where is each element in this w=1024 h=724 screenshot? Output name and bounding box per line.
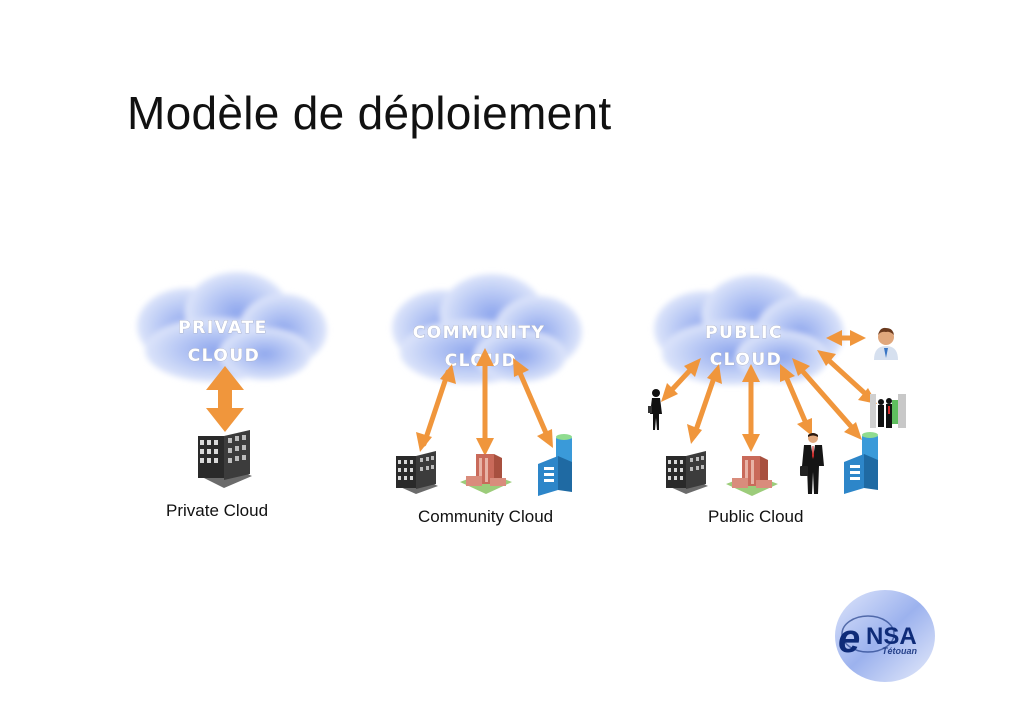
business-people-icon: [870, 394, 906, 428]
corporate-building-icon: [726, 456, 778, 496]
logo-initial: e: [838, 617, 860, 661]
arrows: [661, 330, 877, 452]
person-icon: [800, 433, 824, 494]
logo-brand: NSA: [866, 623, 917, 650]
arrows: [416, 348, 553, 456]
logo-city: Tétouan: [882, 646, 918, 656]
private-cloud-group: PRIVATE CLOUD Private Cloud: [137, 272, 327, 520]
datacenter-building-icon: [844, 432, 878, 494]
private-cloud-label-line2: CLOUD: [188, 346, 261, 366]
office-building-icon: [666, 451, 708, 494]
ensa-logo: e NSA Tétouan: [835, 590, 935, 682]
user-avatar-icon: [874, 327, 898, 360]
corporate-building-icon: [460, 454, 512, 494]
public-cloud-label-line1: PUBLIC: [705, 323, 783, 343]
public-cloud-group: PUBLIC CLOUD: [648, 275, 906, 526]
slide-title: Modèle de déploiement: [127, 87, 612, 139]
person-icon: [648, 389, 662, 430]
community-cloud-label-line1: COMMUNITY: [413, 323, 546, 343]
double-arrow: [206, 366, 244, 432]
public-cloud-label-line2: CLOUD: [710, 350, 783, 370]
community-cloud-caption: Community Cloud: [418, 507, 553, 526]
community-cloud-group: COMMUNITY CLOUD: [392, 274, 582, 526]
datacenter-building-icon: [538, 434, 572, 496]
private-cloud-caption: Private Cloud: [166, 501, 268, 520]
office-building-icon: [396, 451, 438, 494]
office-building-icon: [198, 430, 252, 488]
public-cloud-caption: Public Cloud: [708, 507, 803, 526]
private-cloud-label-line1: PRIVATE: [178, 318, 267, 338]
